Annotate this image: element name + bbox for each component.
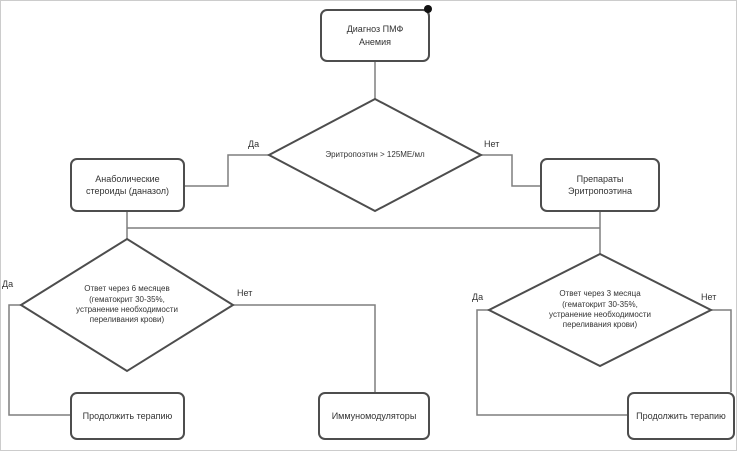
branch-label-response3-yes: Да (472, 292, 484, 302)
branch-label-response6-no: Нет (237, 288, 253, 298)
node-continue-therapy-left-label: Продолжить терапию (82, 410, 173, 421)
branch-label-response6-yes: Да (2, 279, 14, 289)
node-epo-drugs-label: Препараты Эритропоэтина (567, 173, 633, 196)
branch-label-response3-no: Нет (701, 292, 717, 302)
connector-epo-decision-no-to-epo-drugs (481, 154, 540, 187)
branch-label-epo-yes: Да (248, 139, 260, 149)
connector-epo-decision-yes-to-anabolic (185, 154, 269, 187)
node-immunomodulators-label: Иммуномодуляторы (331, 410, 417, 421)
node-epo-drugs: Препараты Эритропоэтина (540, 158, 660, 212)
branch-label-epo-no: Нет (484, 139, 500, 149)
decision-epo-level-diamond (266, 97, 484, 213)
node-immunomodulators: Иммуномодуляторы (318, 392, 430, 440)
node-anabolic-steroids-label: Анаболические стероиды (даназол) (86, 173, 169, 196)
node-diagnosis: Диагноз ПМФ Анемия (320, 9, 430, 62)
node-continue-therapy-left: Продолжить терапию (70, 392, 185, 440)
connector-response6-no-to-immunomodulators (233, 304, 376, 392)
node-diagnosis-label: Диагноз ПМФ Анемия (346, 24, 404, 47)
decision-response6-diamond (19, 237, 235, 373)
decision-response3-diamond (486, 252, 714, 368)
connector-response6-yes-to-continue-left (8, 304, 70, 416)
junction-dot (424, 5, 432, 13)
connector-response3-yes-to-continue-right (476, 309, 627, 416)
node-anabolic-steroids: Анаболические стероиды (даназол) (70, 158, 185, 212)
node-continue-therapy-right: Продолжить терапию (627, 392, 735, 440)
node-continue-therapy-right-label: Продолжить терапию (636, 410, 726, 421)
connector-response3-no (711, 309, 732, 392)
